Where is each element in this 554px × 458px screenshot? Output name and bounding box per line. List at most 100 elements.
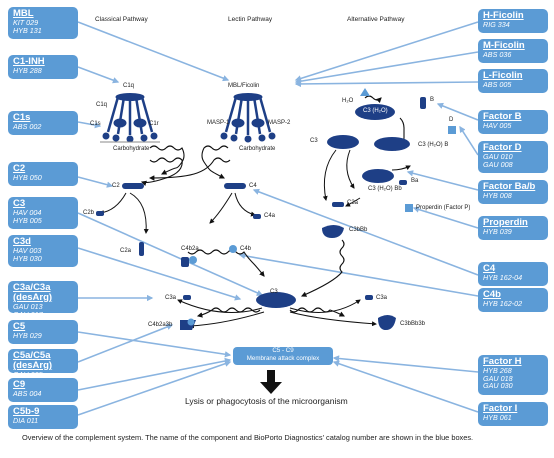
label-c3h2o: C3 (H₂O) (363, 108, 388, 114)
box-c5b9-code-1: DIA 011 (13, 415, 39, 425)
connector-lficolin (294, 80, 479, 88)
box-c5a-name: C5a/C5a (desArg) (13, 350, 53, 371)
box-c3a-name: C3a/C3a (desArg) (13, 282, 53, 303)
box-factorh-code-3: GAU 030 (483, 381, 513, 391)
label-c3bbb3b: C3bBb3b (400, 321, 426, 327)
connector-factorb (436, 102, 479, 121)
box-factord-name: Factor D (483, 142, 522, 153)
connector-mbl (77, 21, 230, 82)
c3h2o-molecule (355, 104, 395, 120)
box-c2-code-1: HYB 050 (13, 172, 42, 182)
box-factorbab-code-1: HYB 008 (483, 190, 512, 200)
wavy-arrows (140, 95, 405, 318)
box-c5-code-1: HYB 029 (13, 330, 42, 340)
classical-pathway-header: Classical Pathway (95, 16, 148, 23)
c3a-alt-molecule (332, 202, 344, 207)
mbl-ficolin-molecule (220, 93, 276, 143)
box-factori-code-1: HYB 061 (483, 412, 512, 422)
label-c4b2a: C4b2a (181, 246, 199, 252)
connector-properdin (412, 206, 479, 229)
connector-c5b9 (77, 360, 232, 416)
label-c3a-left: C3a (165, 295, 177, 301)
box-mbl-code-2: HYB 131 (13, 25, 42, 35)
label-masp1: MASP-1 (207, 120, 230, 126)
box-c5a-code-1: GAU 025 (13, 369, 43, 379)
box-factorb-code-1: HAV 005 (483, 120, 512, 130)
h2o-triangle (360, 88, 370, 96)
label-c2-mol: C2 (112, 183, 120, 189)
label-c3h2o-bb: C3 (H₂O) Bb (368, 186, 402, 192)
box-c4-name: C4 (483, 263, 496, 274)
connector-mficolin (294, 51, 479, 85)
mac-line1: C5 - C9 (272, 347, 294, 354)
connector-factori (332, 360, 479, 413)
box-factord: Factor D GAU 010 GAU 008 (478, 141, 548, 173)
box-c3d: C3d HAV 003 HYB 030 (8, 235, 78, 267)
c2a-molecule (139, 242, 144, 256)
label-c4a: C4a (264, 213, 276, 219)
box-lficolin: L-Ficolin ABS 005 (478, 69, 548, 93)
box-c3a: C3a/C3a (desArg) GAU 013 GAU 017 (8, 281, 78, 318)
box-factord-code-1: GAU 010 (483, 151, 513, 161)
label-c4b-mol: C4b (240, 246, 252, 252)
mac-line2: Membrane attack complex (246, 355, 320, 362)
label-ba: Ba (411, 178, 419, 184)
box-c5: C5 HYB 029 (8, 320, 78, 344)
outcome-arrow (260, 370, 282, 394)
c3h2o-b-molecule (374, 137, 410, 151)
c2b-molecule (96, 211, 104, 216)
label-c3bbb: C3bBb (349, 227, 368, 233)
connector-c3d (77, 247, 242, 301)
label-h2o: H₂O (342, 98, 354, 104)
b-molecule (420, 97, 426, 109)
box-c1s: C1s ABS 002 (8, 111, 78, 135)
connector-c5a (77, 323, 174, 363)
connector-lines (77, 21, 479, 416)
connector-c5 (77, 331, 232, 358)
label-c1s-mol: C1s (90, 121, 101, 127)
label-c1q-left: C1q (96, 102, 108, 108)
black-arrows (99, 149, 411, 329)
box-c5-name: C5 (13, 321, 26, 332)
c3a-left-molecule (183, 295, 191, 300)
box-c4: C4 HYB 162-04 (478, 262, 548, 286)
c1-complex-molecule (100, 93, 160, 143)
label-carbohydrate-2: Carbohydrate (239, 146, 276, 152)
label-c2b: C2b (83, 210, 95, 216)
alternative-pathway-header: Alternative Pathway (347, 16, 405, 23)
label-c1r-mol: C1r (149, 121, 159, 127)
label-c1q-top: C1q (123, 83, 135, 89)
connector-hficolin (294, 21, 479, 82)
connector-factorh (332, 355, 479, 373)
box-c3d-code-2: HYB 030 (13, 253, 42, 263)
box-c2-name: C2 (13, 163, 26, 174)
box-mficolin: M-Ficolin ABS 036 (478, 39, 548, 63)
molecules (96, 88, 456, 330)
box-c5b9-name: C5b-9 (13, 406, 40, 417)
label-masp2: MASP-2 (268, 120, 291, 126)
box-c9: C9 ABS 004 (8, 378, 78, 402)
label-c3-alt: C3 (310, 138, 318, 144)
box-c2: C2 HYB 050 (8, 162, 78, 186)
box-c4b: C4b HYB 162-02 (478, 288, 548, 312)
c4-molecule (224, 183, 246, 189)
box-c3: C3 HAV 004 HYB 005 (8, 197, 78, 229)
outcome-text: Lysis or phagocytosis of the microorgani… (185, 396, 348, 406)
box-c1inh: C1-INH HYB 288 (8, 55, 78, 79)
box-properdin-code-1: HYB 039 (483, 226, 512, 236)
label-c3h2o-b: C3 (H₂O) B (418, 142, 449, 148)
label-carbohydrate-1: Carbohydrate (113, 146, 150, 152)
box-factorbab-name: Factor Ba/b (483, 181, 536, 192)
box-c4b-name: C4b (483, 289, 501, 300)
box-lficolin-name: L-Ficolin (483, 70, 523, 81)
box-c9-code-1: ABS 004 (13, 388, 42, 398)
box-c9-name: C9 (13, 379, 26, 390)
connector-c4 (252, 188, 479, 276)
c3-center-molecule (256, 292, 296, 308)
connector-factord (459, 125, 479, 156)
c4b-molecule (229, 245, 237, 253)
box-c5a: C5a/C5a (desArg) GAU 025 (8, 349, 78, 378)
d-molecule (448, 126, 456, 134)
